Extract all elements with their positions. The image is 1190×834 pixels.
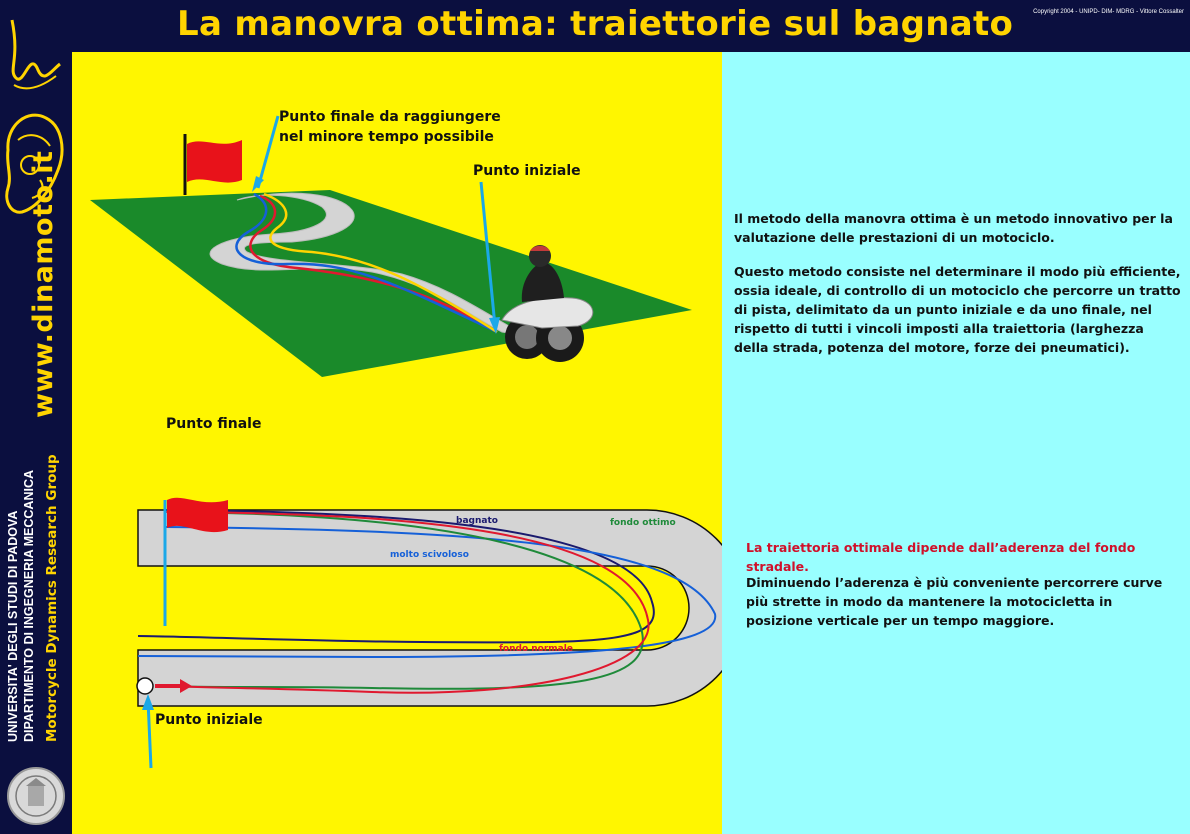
copyright-note: Copyright 2004 - UNIPD- DIM- MDRG - Vitt… [1033, 9, 1184, 15]
end-point-label-line1: Punto finale da raggiungere [279, 109, 501, 125]
curve-fondo-normale [165, 511, 650, 694]
website-label: www.dinamoto.it [28, 150, 59, 418]
header-bar: La manovra ottima: traiettorie sul bagna… [72, 0, 1190, 52]
end-flag-icon [167, 497, 228, 533]
curve-bagnato [137, 509, 655, 644]
research-group-name: Motorcycle Dynamics Research Group [44, 454, 60, 742]
flag-icon [187, 140, 242, 183]
department-name: DIPARTIMENTO DI INGEGNERIA MECCANICA [22, 470, 36, 742]
curve-label-bagnato: bagnato [456, 516, 498, 526]
curve-label-molto-scivoloso: molto scivoloso [390, 550, 469, 560]
university-name: UNIVERSITA' DEGLI STUDI DI PADOVA [6, 510, 20, 742]
diagram-panel: Punto finale da raggiungere nel minore t… [72, 52, 722, 834]
sidebar: www.dinamoto.it UNIVERSITA' DEGLI STUDI … [0, 0, 72, 834]
motorcycle-rider-icon [501, 245, 594, 362]
end-point-label-line2: nel minore tempo possibile [279, 129, 494, 145]
page-title: La manovra ottima: traiettorie sul bagna… [177, 4, 1014, 44]
intro-paragraph: Il metodo della manovra ottima è un meto… [734, 211, 1173, 245]
method-paragraph: Questo metodo consiste nel determinare i… [734, 264, 1181, 355]
highlight-paragraph: La traiettoria ottimale dipende dall’ade… [746, 540, 1136, 574]
end-point-label: Punto finale [166, 416, 262, 432]
start-point-label: Punto iniziale [473, 163, 581, 179]
curve-molto-scivoloso [137, 526, 717, 659]
curve-label-fondo-ottimo: fondo ottimo [610, 518, 676, 528]
start-point-marker [136, 677, 154, 695]
hairpin-track [137, 509, 722, 707]
track-3d-illustration [90, 115, 692, 377]
trajectory-yellow [263, 192, 498, 334]
trajectory-blue [235, 192, 498, 334]
track-surface [209, 192, 528, 337]
university-seal-icon [7, 767, 65, 825]
start-point-label-bottom: Punto iniziale [155, 712, 263, 728]
curve-label-fondo-normale: fondo normale [499, 644, 573, 654]
hairpin-diagram [136, 497, 722, 769]
text-panel: Il metodo della manovra ottima è un meto… [722, 52, 1190, 834]
motorcycle-logo-icon [5, 19, 64, 214]
curve-fondo-ottimo [165, 511, 644, 690]
conclusion-paragraph: Diminuendo l’aderenza è più conveniente … [746, 575, 1163, 628]
